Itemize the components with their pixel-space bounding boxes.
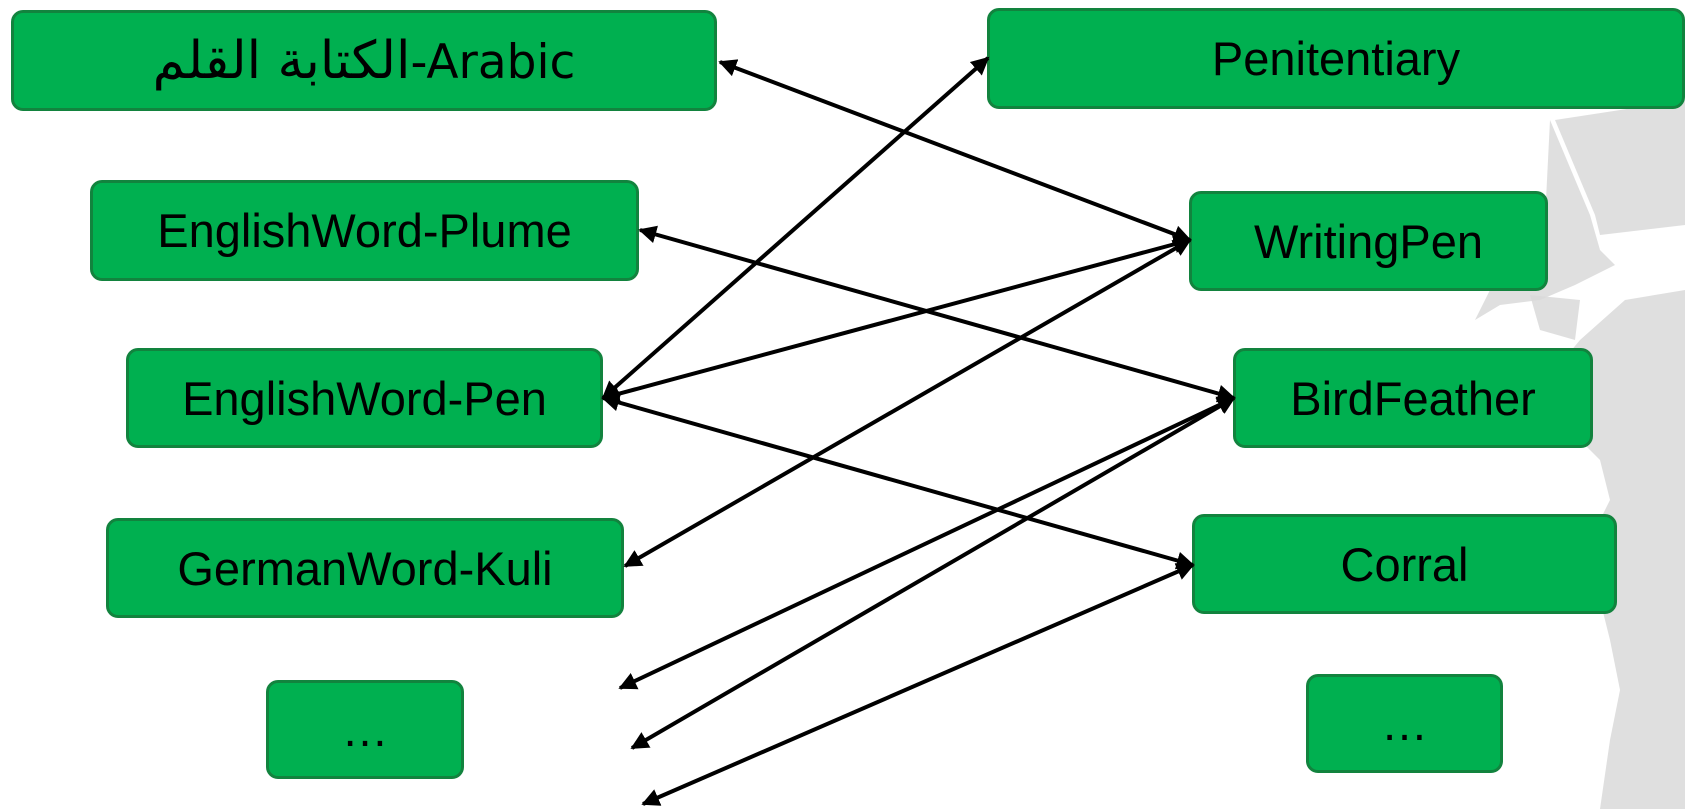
node-englishword-plume-label: EnglishWord-Plume bbox=[157, 204, 572, 257]
node-right-more: … bbox=[1306, 674, 1503, 773]
node-arabic: الكتابة القلم-Arabic bbox=[11, 10, 717, 111]
node-arabic-label: الكتابة القلم-Arabic bbox=[153, 35, 576, 87]
node-penitentiary: Penitentiary bbox=[987, 8, 1685, 109]
node-corral-label: Corral bbox=[1340, 537, 1469, 591]
node-germanword-kuli-label: GermanWord-Kuli bbox=[177, 541, 553, 595]
node-right-more-label: … bbox=[1381, 697, 1428, 750]
node-arabic-suffix: -Arabic bbox=[410, 34, 576, 90]
node-corral: Corral bbox=[1192, 514, 1617, 614]
node-left-more-label: … bbox=[341, 703, 389, 756]
node-writingpen-label: WritingPen bbox=[1253, 214, 1483, 268]
node-arabic-script: الكتابة القلم bbox=[152, 30, 411, 91]
node-writingpen: WritingPen bbox=[1189, 191, 1548, 291]
node-birdfeather: BirdFeather bbox=[1233, 348, 1593, 448]
node-birdfeather-label: BirdFeather bbox=[1290, 371, 1536, 425]
node-englishword-pen-label: EnglishWord-Pen bbox=[182, 371, 547, 425]
node-penitentiary-label: Penitentiary bbox=[1211, 32, 1461, 85]
node-englishword-plume: EnglishWord-Plume bbox=[90, 180, 639, 281]
node-germanword-kuli: GermanWord-Kuli bbox=[106, 518, 624, 618]
node-left-more: … bbox=[266, 680, 464, 779]
node-englishword-pen: EnglishWord-Pen bbox=[126, 348, 603, 448]
